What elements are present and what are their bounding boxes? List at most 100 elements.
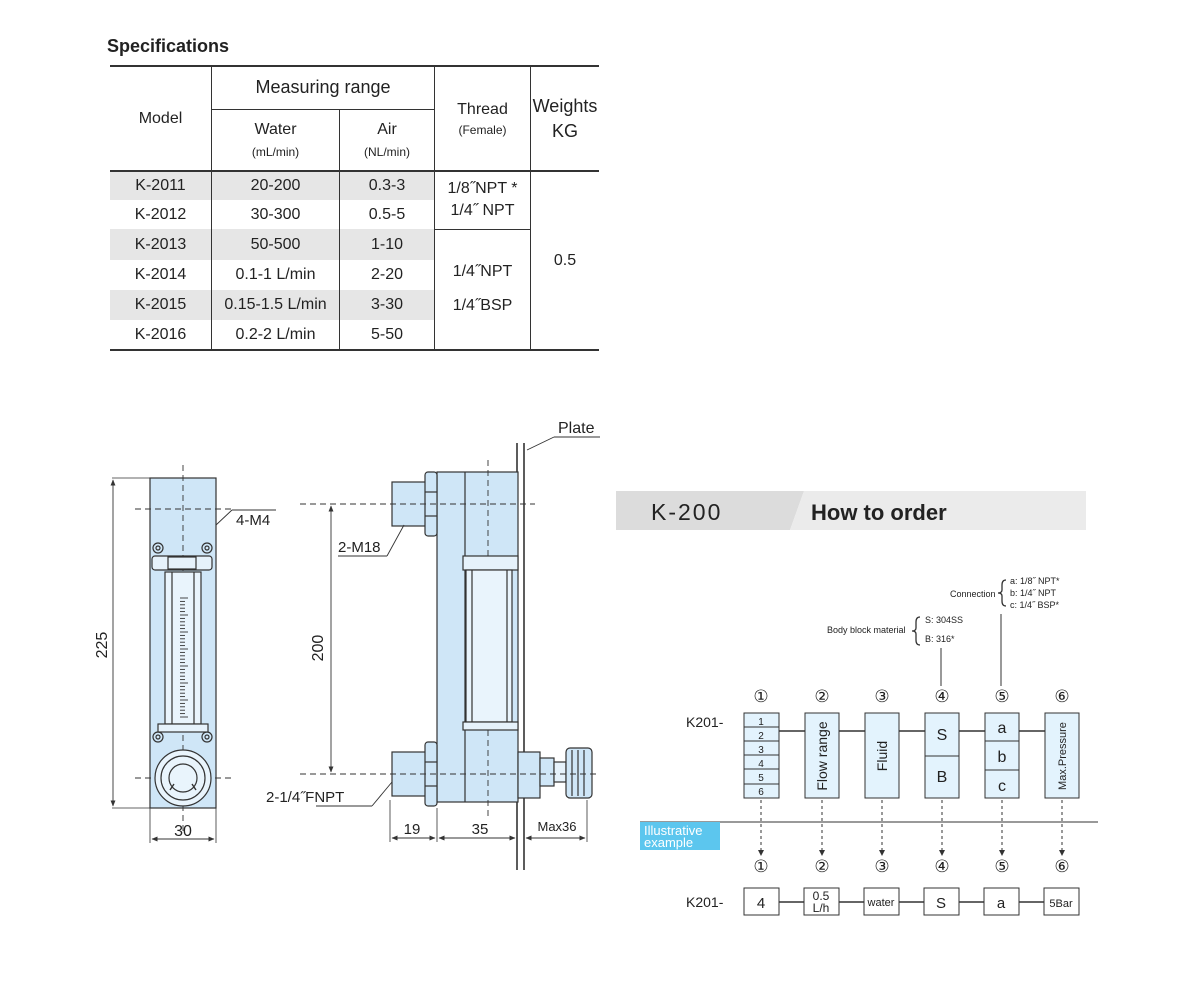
dim-19: 19 [404,821,421,838]
example-body: S [936,895,946,912]
table-row: K-2012 30-300 0.5-5 [110,200,599,229]
order-arrows [758,850,1065,856]
cell-model: K-2014 [134,266,187,283]
order-prefix: K201- [686,714,724,730]
example-position-number: ⑥ [1054,857,1069,876]
cell-model: K-2016 [110,320,212,351]
example-position-number: ① [753,857,768,876]
header-weights-unit: KG [551,120,578,141]
example-position-number: ⑤ [994,857,1009,876]
front-view [110,465,276,843]
position-number: ① [753,687,768,706]
header-model: Model [110,65,212,171]
cell-water: 50-500 [211,229,340,260]
example-flow-unit: L/h [813,901,830,915]
cell-air: 2-20 [339,260,435,290]
example-pressure: 5Bar [1049,898,1073,910]
body-option-b: B [937,769,948,786]
example-prefix: K201- [686,894,724,910]
table-row: K-2016 0.2-2 L/min 5-50 [110,320,599,351]
cell-thread-group-1: 1/8˝NPT * 1/4˝ NPT [434,170,531,230]
table-row: K-2014 0.1-1 L/min 2-20 [110,260,599,290]
front-width-dim: 30 [174,823,192,840]
position-number: ④ [934,687,949,706]
plate-label: Plate [558,420,595,437]
specifications-title: Specifications [107,36,230,56]
position-number: ③ [874,687,889,706]
cell-water: 20-200 [211,170,340,200]
example-range: 4 [757,895,765,912]
cell-model: K-2015 [110,290,212,320]
range-item: 1 [758,717,764,728]
header-weights: Weights KG [530,65,599,171]
example-position-number: ② [814,857,829,876]
cell-water: 0.15-1.5 L/min [211,290,340,320]
conn-option-a: a [998,720,1007,737]
example-fluid: water [867,897,895,909]
header-water-label: Water [254,120,297,138]
cell-weight: 0.5 [530,170,599,351]
order-diagram [640,579,1098,916]
conn-option-c: c [998,778,1006,795]
thread-option: 1/4˝BSP [452,297,513,315]
header-water: Water (mL/min) [211,109,340,172]
front-scale [180,597,188,718]
fluid-label: Fluid [874,741,890,771]
cell-air: 5-50 [339,320,435,351]
body-option-s: S [937,727,948,744]
series-label: K-200 [651,499,722,525]
table-row: K-2013 50-500 1-10 1/4˝NPT 1/4˝BSP [110,229,599,351]
port-label: 2-M18 [338,539,381,556]
example-label: example [644,835,694,850]
illustrative-label: Illustrative [644,823,703,838]
cell-model: K-2012 [134,205,187,223]
cell-water: 0.2-2 L/min [211,320,340,351]
specifications-table: Model Measuring range Thread (Female) We… [110,65,599,351]
cell-air: 1-10 [339,229,435,260]
thread-option: 1/8˝NPT * [447,180,518,198]
cell-water: 30-300 [211,200,340,229]
illustrative-example-badge: Illustrative example [640,822,720,850]
header-thread-label: Thread [457,100,508,118]
cell-air: 0.3-3 [339,170,435,200]
front-height-dim: 225 [94,632,111,659]
dim-max36: Max36 [537,819,576,834]
cell-air: 0.5-5 [339,200,435,229]
thread-label: 2-1/4˝FNPT [266,789,344,806]
side-view [300,436,600,870]
order-banner [616,491,1086,530]
conn-legend-b: b: 1/4˝ NPT [1010,588,1057,598]
cell-air: 3-30 [339,290,435,320]
header-air-label: Air [377,120,397,138]
max-pressure-label: Max.Pressure [1057,722,1069,790]
flow-range-label: Flow range [814,721,830,790]
range-item: 6 [758,787,764,798]
example-flow-value: 0.5 [813,889,830,903]
position-number: ② [814,687,829,706]
example-position-number: ④ [934,857,949,876]
position-number: ⑥ [1054,687,1069,706]
header-water-unit: (mL/min) [251,144,300,159]
range-item: 4 [758,759,764,770]
cell-thread-group-2: 1/4˝NPT 1/4˝BSP [434,229,531,351]
conn-legend-c: c: 1/4˝ BSP* [1010,600,1060,610]
cell-water: 0.1-1 L/min [211,260,340,290]
header-thread-note: (Female) [458,122,507,137]
range-item: 3 [758,745,764,756]
range-item: 5 [758,773,764,784]
body-legend-s: S: 304SS [925,615,963,625]
body-legend-b: B: 316* [925,634,955,644]
header-measuring-range: Measuring range [211,65,435,110]
cell-model: K-2011 [110,170,212,200]
position-number: ⑤ [994,687,1009,706]
holes-label: 4-M4 [236,512,270,529]
connection-label: Connection [950,589,996,599]
table-row: K-2011 20-200 0.3-3 1/8˝NPT * 1/4˝ NPT 0… [110,170,599,351]
body-material-label: Body block material [827,625,906,635]
thread-option: 1/4˝ NPT [450,202,515,220]
table-row: K-2015 0.15-1.5 L/min 3-30 [110,290,599,320]
how-to-order-title: How to order [811,500,947,525]
thread-option: 1/4˝NPT [452,263,513,281]
example-position-number: ③ [874,857,889,876]
